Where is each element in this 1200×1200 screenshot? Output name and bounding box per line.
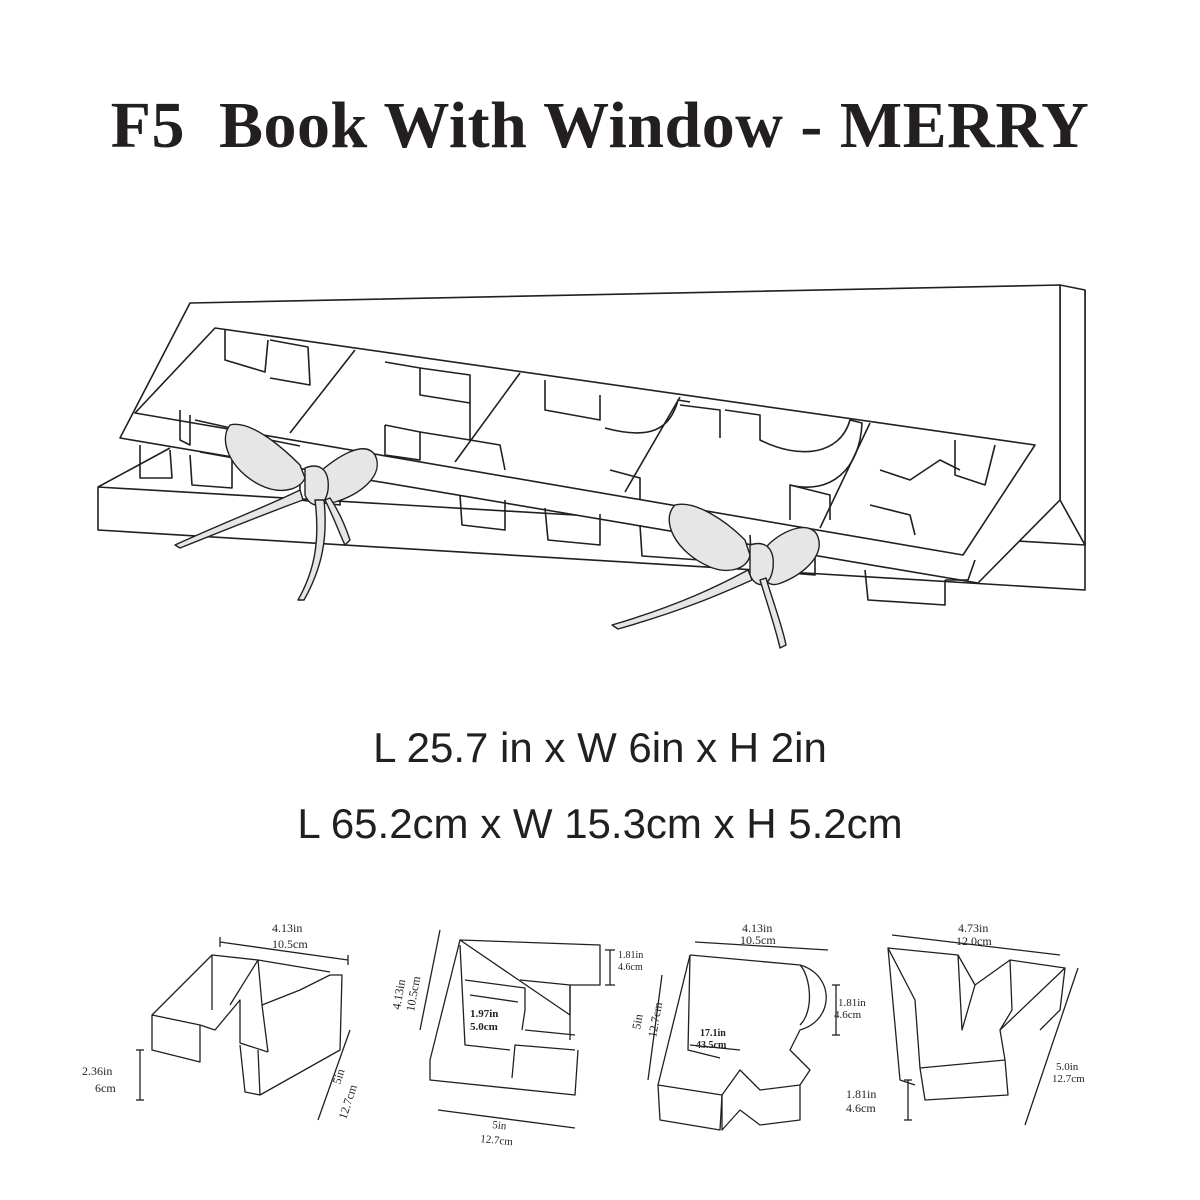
m-height-in: 2.36in	[82, 1064, 112, 1078]
m-width-in: 4.13in	[272, 921, 302, 935]
y-width-in: 4.73in	[958, 921, 988, 935]
dimensions-inches: L 25.7 in x W 6in x H 2in	[373, 724, 827, 771]
y-wall-in: 1.81in	[846, 1087, 876, 1101]
r-wall-cm: 4.6cm	[834, 1009, 862, 1021]
r-width-in: 4.13in	[742, 921, 772, 935]
letter-m-diagram	[136, 937, 351, 1121]
e-wall-in: 1.81in	[618, 950, 643, 961]
box-lid-side	[1059, 284, 1086, 546]
letter-y-diagram	[887, 934, 1079, 1126]
e-height-cm: 10.5cm	[403, 974, 423, 1012]
letter-y-insert	[869, 440, 996, 536]
e-width-cm: 12.7cm	[480, 1133, 514, 1148]
page-title: F5 Book With Window - MERRY	[110, 89, 1090, 162]
letter-r2-insert	[724, 409, 863, 520]
e-width-in: 5in	[492, 1119, 508, 1132]
m-depth-cm: 12.7cm	[336, 1082, 361, 1121]
r-inner-in: 17.1in	[700, 1028, 726, 1039]
letter-r-insert	[544, 380, 721, 500]
r-height-cm: 12.7cm	[645, 1000, 665, 1038]
y-wall-cm: 4.6cm	[846, 1101, 876, 1115]
letter-e-diagram	[419, 929, 615, 1129]
y-depth-in: 5.0in	[1056, 1061, 1079, 1073]
e-gap-cm: 5.0cm	[470, 1021, 498, 1033]
r-height-in: 5in	[629, 1013, 645, 1031]
r-inner-cm: 43.5cm	[696, 1040, 727, 1051]
e-gap-in: 1.97in	[470, 1008, 498, 1020]
m-depth-in: 5in	[330, 1067, 348, 1086]
ribbon-bow-left	[174, 423, 378, 601]
dimensions-centimeters: L 65.2cm x W 15.3cm x H 5.2cm	[297, 800, 903, 847]
y-depth-cm: 12.7cm	[1052, 1073, 1085, 1085]
box-window	[134, 327, 1036, 556]
letter-r-diagram	[647, 941, 840, 1131]
r-wall-in: 1.81in	[838, 997, 866, 1009]
letter-e-insert	[384, 361, 506, 471]
e-wall-cm: 4.6cm	[618, 962, 643, 973]
r-width-cm: 10.5cm	[740, 933, 776, 947]
ribbon-bow-right	[611, 503, 820, 649]
m-width-cm: 10.5cm	[272, 937, 308, 951]
m-height-cm: 6cm	[95, 1081, 116, 1095]
y-width-cm: 12.0cm	[956, 934, 992, 948]
e-height-in: 4.13in	[389, 978, 408, 1010]
